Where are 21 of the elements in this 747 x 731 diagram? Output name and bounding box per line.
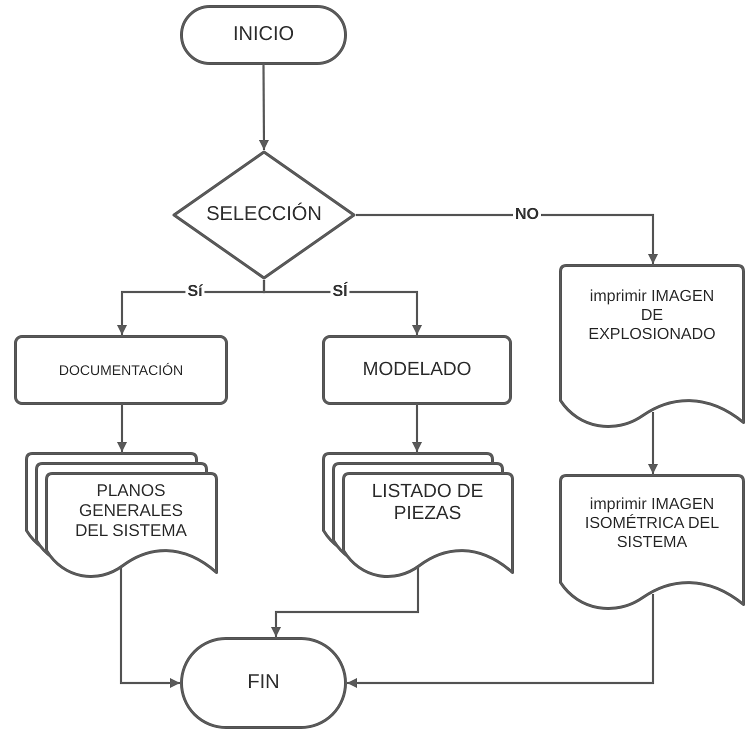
arrow <box>258 65 269 150</box>
arrow <box>412 405 422 452</box>
node-text: DOCUMENTACIÓN <box>58 362 184 378</box>
node-text: PLANOS GENERALES DEL SISTEMA <box>74 481 188 542</box>
node-text: imprimir IMAGEN DE EXPLOSIONADO <box>587 288 717 345</box>
decision-diamond <box>172 150 356 280</box>
process-box <box>322 335 512 405</box>
node-text: INICIO <box>232 23 294 47</box>
arrow <box>117 405 127 452</box>
node-text: SELECCIÓN <box>206 203 322 227</box>
arrow <box>648 412 658 474</box>
node-text: MODELADO <box>362 358 472 382</box>
node-text: imprimir IMAGEN ISOMÉTRICA DEL SISTEMA <box>584 496 720 553</box>
arrow <box>347 594 654 688</box>
node-text: LISTADO DE PIEZAS <box>370 481 484 526</box>
process-box <box>14 335 228 405</box>
node-text: FIN <box>247 671 280 695</box>
arrow <box>262 280 422 335</box>
arrow <box>271 567 420 637</box>
arrow <box>356 214 658 264</box>
arrow <box>120 567 180 688</box>
